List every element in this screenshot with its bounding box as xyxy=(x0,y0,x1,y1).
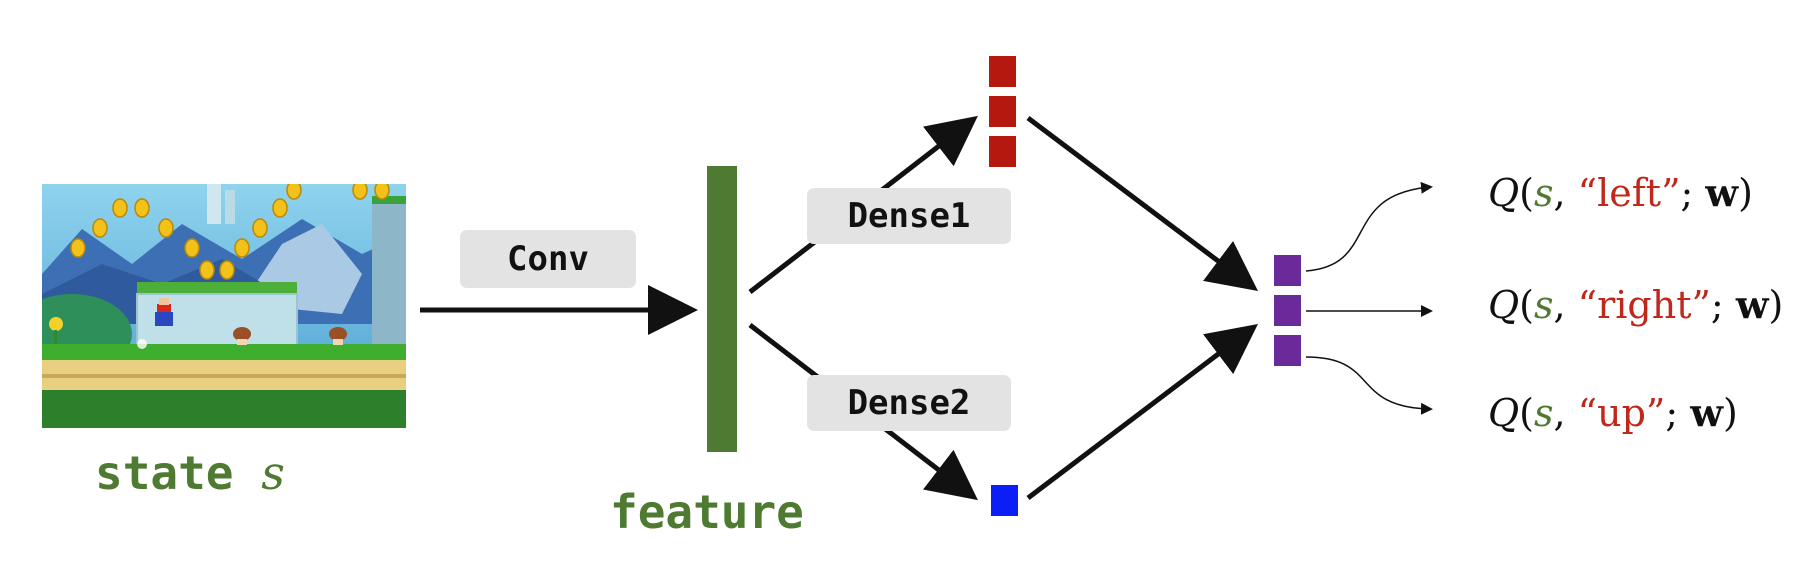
state-caption-var: s xyxy=(261,446,285,500)
state-caption-word: state xyxy=(95,446,234,500)
q-right-label: Q(s, “right”; w) xyxy=(1488,282,1784,327)
state-caption: state s xyxy=(95,446,285,500)
q-up-label: Q(s, “up”; w) xyxy=(1488,390,1738,435)
q-left-connector xyxy=(1305,181,1433,272)
purple-output-cell-1 xyxy=(1274,255,1301,286)
purple-output-cell-2 xyxy=(1274,295,1301,326)
red-to-output-arrow xyxy=(1026,116,1258,292)
purple-output-cell-3 xyxy=(1274,335,1301,366)
blue-to-output-arrow xyxy=(1026,323,1258,500)
red-vector-cell-1 xyxy=(989,56,1016,87)
red-vector-cell-2 xyxy=(989,96,1016,127)
red-vector-cell-3 xyxy=(989,136,1016,167)
dense1-label: Dense1 xyxy=(807,188,1011,244)
q-left-label: Q(s, “left”; w) xyxy=(1488,170,1753,215)
game-state-image xyxy=(42,184,406,428)
feature-caption: feature xyxy=(610,485,804,539)
conv-label: Conv xyxy=(460,230,636,288)
feature-vector-bar xyxy=(707,166,737,452)
dense2-label: Dense2 xyxy=(807,375,1011,431)
q-up-connector xyxy=(1305,356,1433,415)
blue-value-cell xyxy=(991,485,1018,516)
